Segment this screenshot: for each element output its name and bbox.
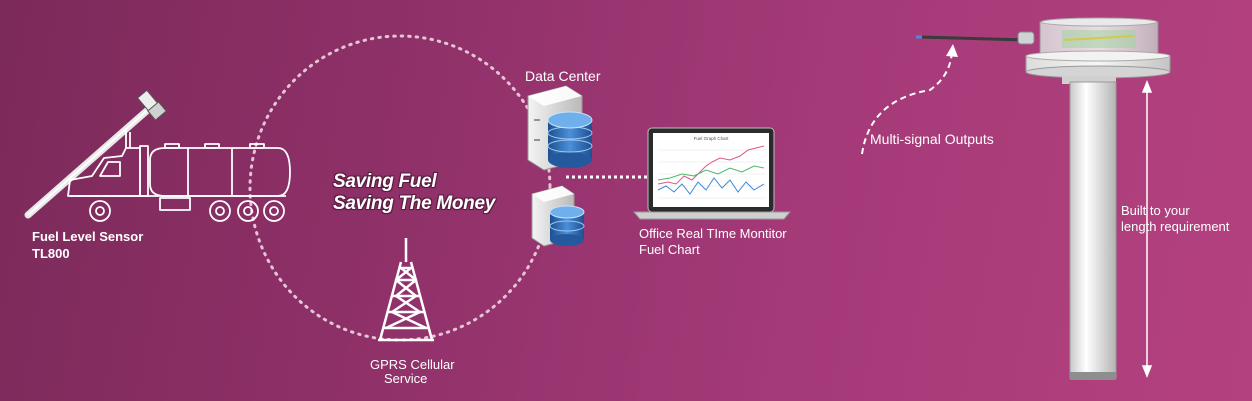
network-ring (248, 34, 552, 342)
laptop-screen-title: Fuel Graph Chart (694, 136, 730, 141)
gprs-label-line-1: GPRS Cellular (370, 357, 455, 372)
data-center-database-icon (547, 111, 593, 168)
sensor-model-label: TL800 (32, 246, 70, 261)
office-monitor-label-line-2: Fuel Chart (639, 242, 700, 257)
signal-arrowhead-icon (946, 44, 958, 57)
length-dimension-arrow-icon (1141, 79, 1153, 379)
signal-arrow-icon (861, 51, 953, 155)
data-center-label: Data Center (525, 68, 601, 84)
backup-database-icon (549, 205, 585, 246)
laptop-monitor-icon: Fuel Graph Chart (632, 127, 792, 220)
output-cable-icon (916, 31, 1035, 45)
office-monitor-label-line-1: Office Real TIme Montitor (639, 226, 787, 241)
slogan-line-1: Saving Fuel (333, 171, 437, 192)
sensor-name-label: Fuel Level Sensor (32, 229, 144, 244)
fuel-tanker-truck-icon (67, 128, 291, 222)
multi-signal-outputs-label: Multi-signal Outputs (870, 131, 994, 147)
sensor-head-icon (1025, 17, 1171, 84)
length-label-line-1: Built to your (1121, 203, 1190, 218)
slogan-line-2: Saving The Money (333, 193, 496, 214)
length-label-line-2: length requirement (1121, 219, 1230, 234)
fuel-sensor-probe-icon (24, 89, 167, 219)
gprs-label-line-2: Service (384, 371, 428, 386)
sensor-tube-icon (1069, 81, 1117, 380)
gprs-tower-icon (378, 238, 434, 342)
